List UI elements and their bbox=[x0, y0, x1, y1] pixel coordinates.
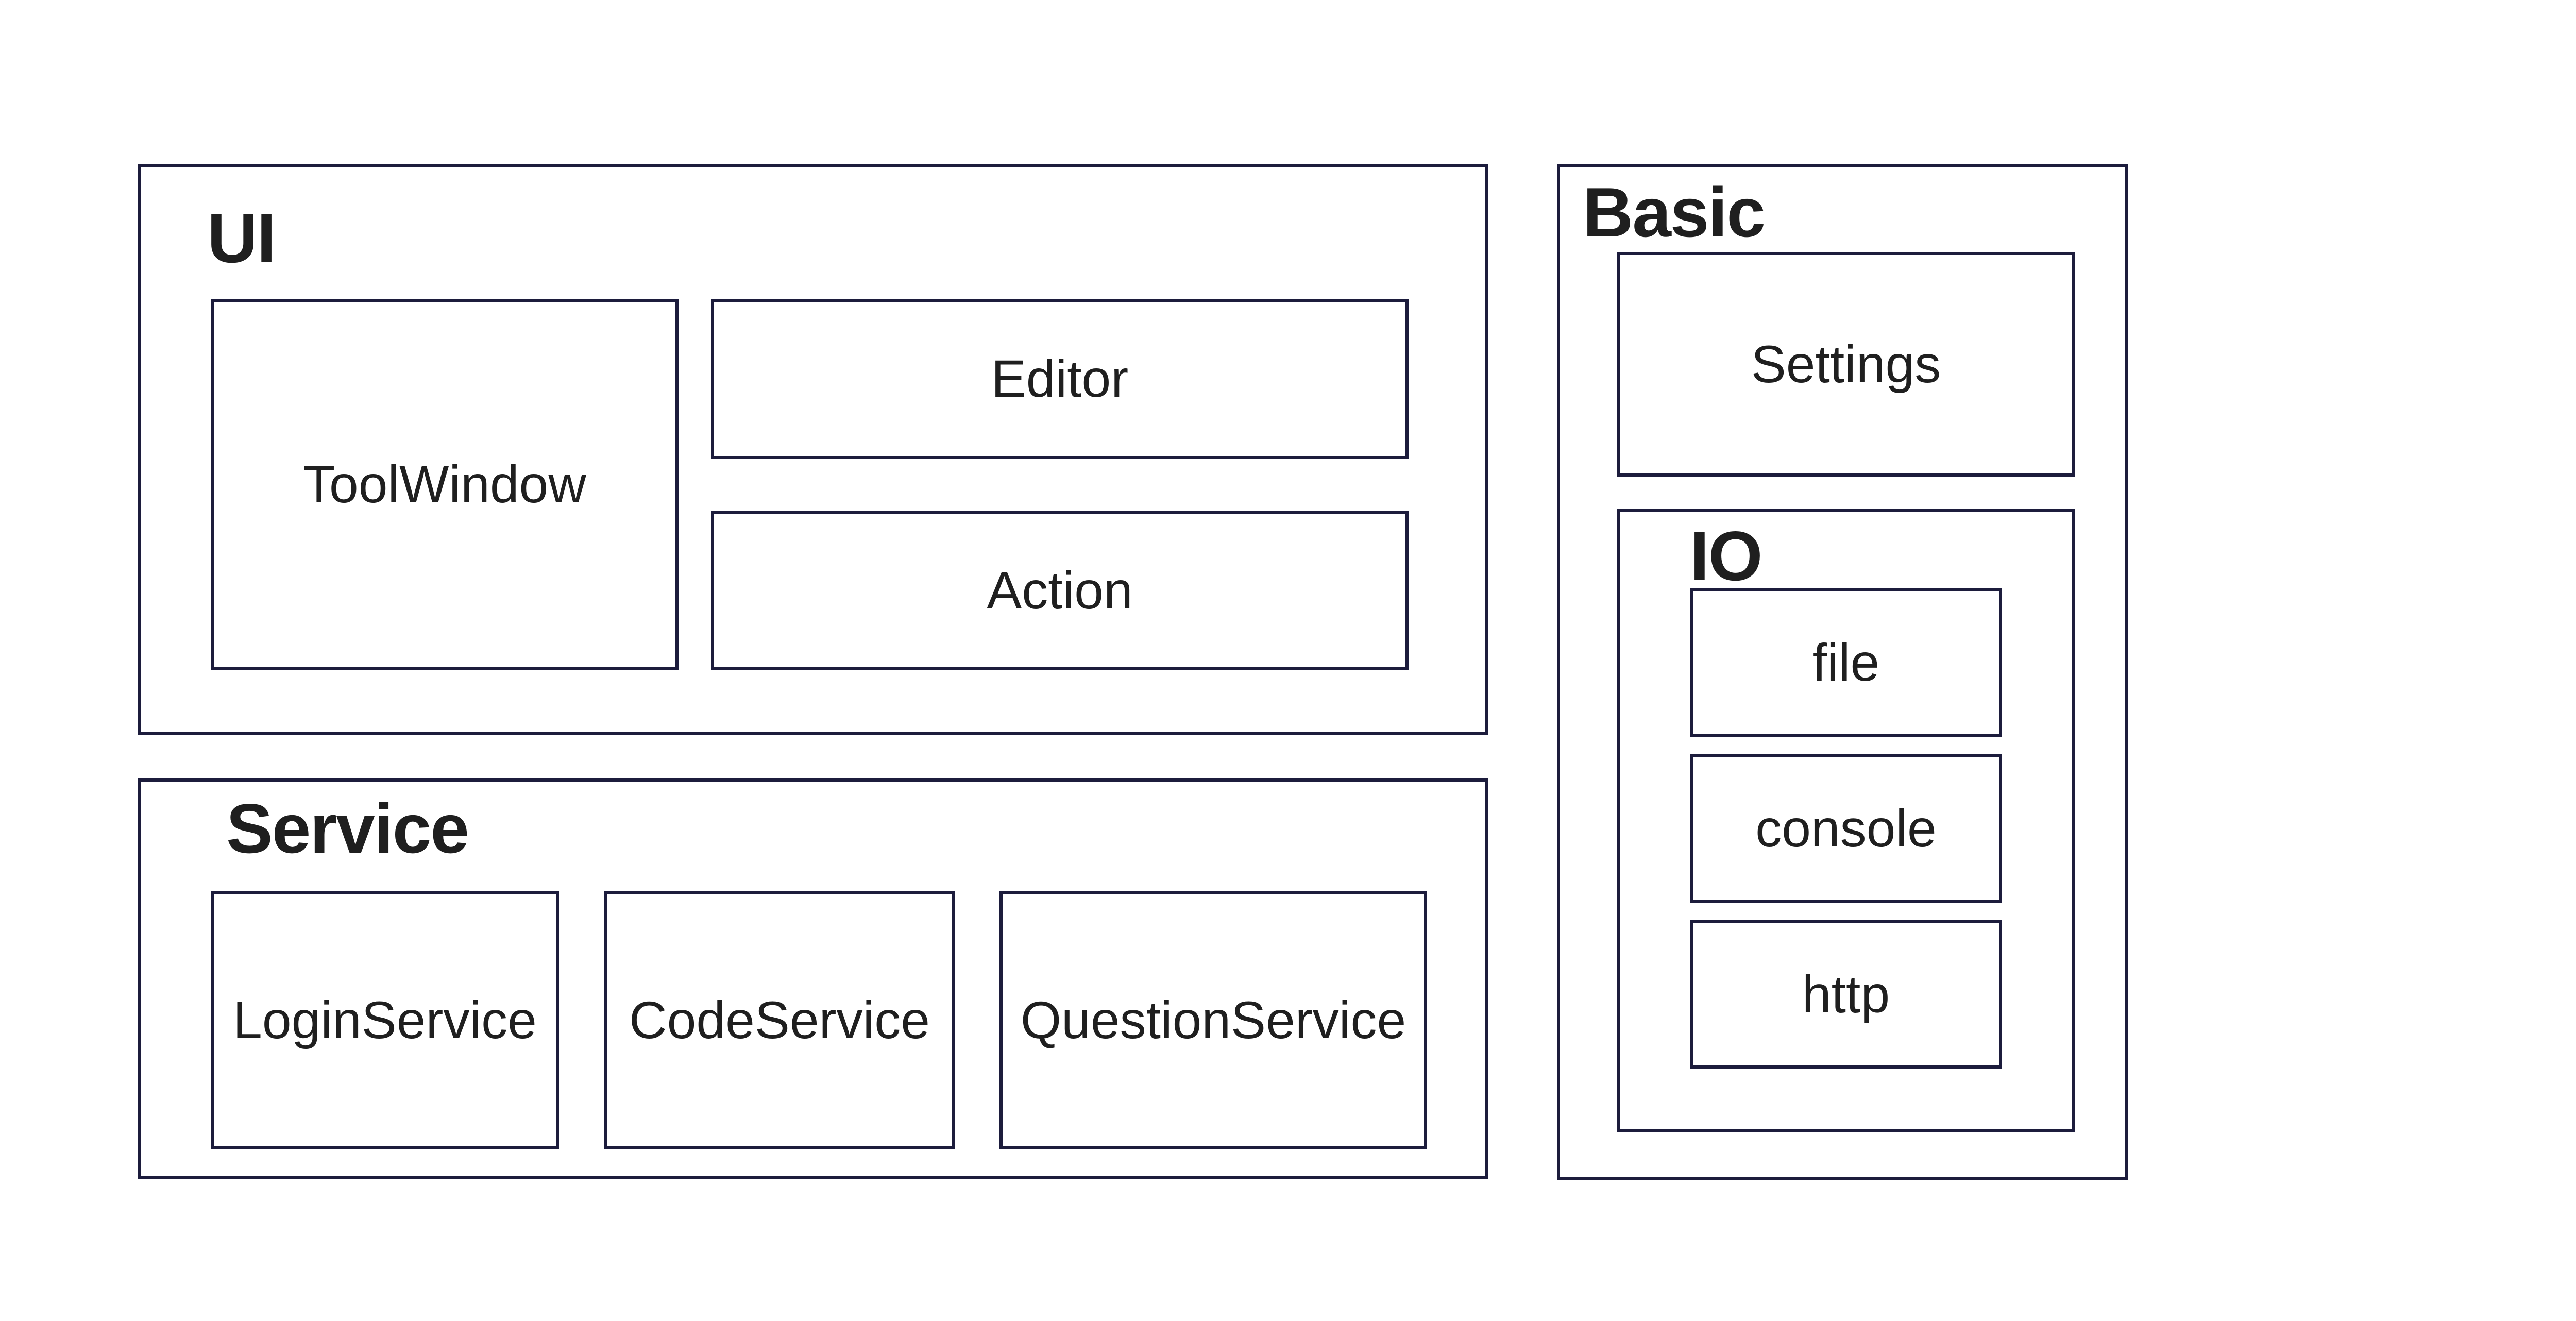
editor-module: Editor bbox=[711, 299, 1409, 459]
question-service-module: QuestionService bbox=[999, 891, 1427, 1149]
settings-module: Settings bbox=[1617, 252, 2075, 477]
console-module: console bbox=[1690, 754, 2002, 903]
action-module: Action bbox=[711, 511, 1409, 670]
login-service-module: LoginService bbox=[211, 891, 559, 1149]
io-group: IO file console http bbox=[1617, 509, 2075, 1132]
io-group-title: IO bbox=[1690, 517, 1763, 595]
basic-group: Basic Settings IO file console http bbox=[1557, 164, 2128, 1180]
file-module: file bbox=[1690, 588, 2002, 737]
service-group: Service LoginService CodeService Questio… bbox=[138, 778, 1488, 1179]
toolwindow-module: ToolWindow bbox=[211, 299, 679, 670]
basic-group-title: Basic bbox=[1583, 173, 1766, 251]
service-group-title: Service bbox=[226, 789, 469, 868]
ui-group-title: UI bbox=[207, 199, 276, 277]
ui-group: UI ToolWindow Editor Action bbox=[138, 164, 1488, 735]
http-module: http bbox=[1690, 920, 2002, 1069]
code-service-module: CodeService bbox=[604, 891, 955, 1149]
